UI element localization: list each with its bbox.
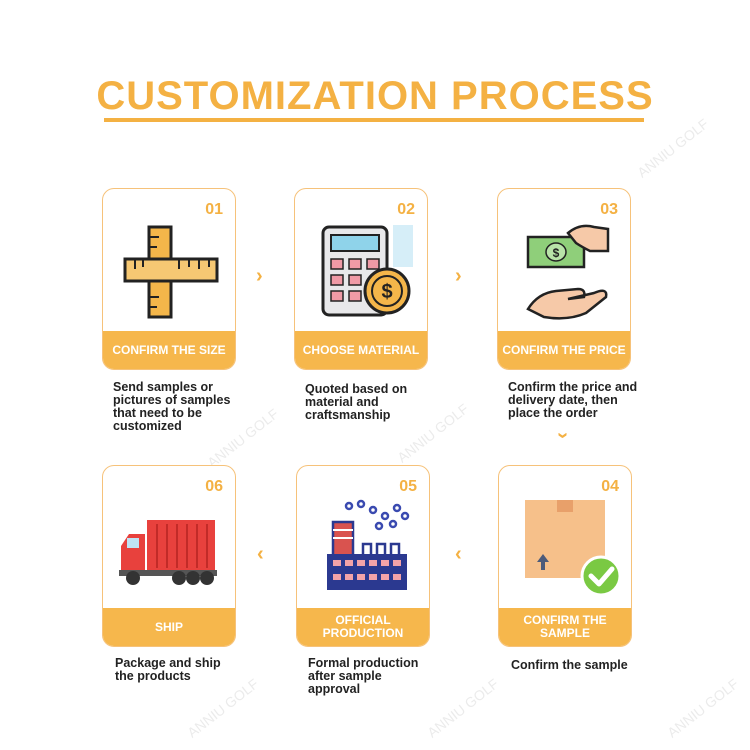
step-desc: Package and ship the products <box>115 656 221 683</box>
chevron-left-icon: ‹ <box>455 543 462 565</box>
step-label: SHIP <box>103 608 235 646</box>
chevron-down-icon: › <box>551 432 574 439</box>
step-desc: Confirm the sample <box>511 658 628 672</box>
step-card-01: 01 CONFIRM THE SIZE <box>102 188 236 370</box>
step-number: 03 <box>600 201 618 218</box>
truck-icon <box>119 520 217 585</box>
step-label: OFFICIAL PRODUCTION <box>297 608 429 646</box>
page-title: CUSTOMIZATION PROCESS <box>96 74 654 118</box>
step-card-05: 05 OFFICIAL PRODUCTION <box>296 465 430 647</box>
step-number: 06 <box>205 478 223 495</box>
chevron-left-icon: ‹ <box>257 543 264 565</box>
step-desc: Send samples or pictures of samples that… <box>113 380 231 433</box>
step-number: 01 <box>205 201 223 218</box>
step-desc: Quoted based on material and craftsmansh… <box>305 382 408 422</box>
factory-icon <box>327 499 410 590</box>
step-number: 05 <box>399 478 417 495</box>
watermark: ANNIU GOLF <box>184 675 262 741</box>
step-number: 04 <box>601 478 619 495</box>
svg-text:$: $ <box>381 281 392 303</box>
calculator-icon: $ <box>321 225 413 317</box>
step-label: CHOOSE MATERIAL <box>295 331 427 369</box>
step-card-06: 06 SHIP <box>102 465 236 647</box>
watermark: ANNIU GOLF <box>664 675 742 741</box>
box-check-icon <box>525 500 622 597</box>
step-label: CONFIRM THE SIZE <box>103 331 235 369</box>
step-card-03: 03 $ CONFIRM THE PRICE <box>497 188 631 370</box>
money-hands-icon: $ <box>526 224 610 320</box>
watermark: ANNIU GOLF <box>634 115 712 181</box>
step-number: 02 <box>397 201 415 218</box>
chevron-right-icon: › <box>455 265 462 287</box>
step-desc: Confirm the price and delivery date, the… <box>508 380 638 420</box>
step-desc: Formal production after sample approval <box>308 656 419 696</box>
ruler-icon <box>123 225 219 319</box>
watermark: ANNIU GOLF <box>424 675 502 741</box>
svg-text:$: $ <box>553 246 560 260</box>
title-underline <box>104 118 644 122</box>
step-card-02: 02 $ CHOOSE MATERIAL <box>294 188 428 370</box>
step-card-04: 04 CONFIRM THE SAMPLE <box>498 465 632 647</box>
chevron-right-icon: › <box>256 265 263 287</box>
step-label: CONFIRM THE PRICE <box>498 331 630 369</box>
step-label: CONFIRM THE SAMPLE <box>499 608 631 646</box>
